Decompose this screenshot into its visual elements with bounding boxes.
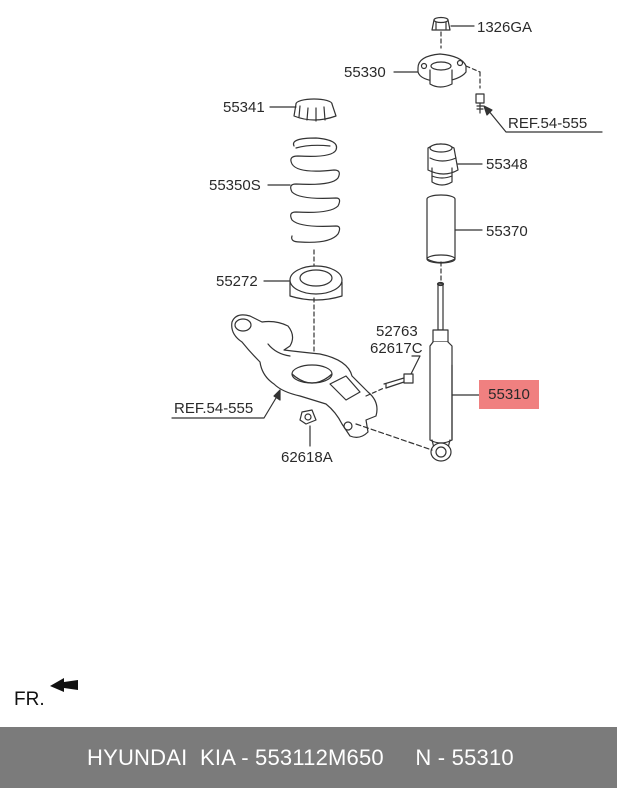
label-55348: 55348: [486, 156, 528, 173]
shock-absorber-55310: [429, 261, 453, 462]
nut-62618a: [299, 409, 317, 425]
lower-control-arm: [231, 314, 378, 438]
arrow-left-icon: [50, 678, 78, 692]
label-62617c: 62617C: [370, 340, 423, 357]
label-55370: 55370: [486, 223, 528, 240]
label-1326ga: 1326GA: [477, 19, 532, 36]
bolt-62617c: [383, 373, 414, 389]
nut-1326ga: [431, 16, 451, 31]
label-62618a: 62618A: [281, 449, 333, 466]
label-ref-left: REF.54-555: [174, 400, 253, 417]
label-55272: 55272: [216, 273, 258, 290]
part-number-text: HYUNDAI KIA - 553112M650 N - 55310: [87, 745, 514, 770]
label-55341: 55341: [223, 99, 265, 116]
label-55310-highlight[interactable]: 55310: [479, 380, 539, 409]
coil-spring-55350s: [290, 137, 341, 243]
spring-seat-55341: [293, 98, 337, 122]
bump-stop-55348: [427, 143, 459, 186]
label-52763: 52763: [376, 323, 418, 340]
footer-bar: HYUNDAI KIA - 553112M650 N - 55310: [0, 727, 617, 788]
rear-suspension-diagram: 1326GA 55330 REF.54-555 55341 55348 5535…: [50, 16, 603, 692]
label-55350s: 55350S: [209, 177, 261, 194]
dust-cover-55370: [426, 194, 456, 264]
label-55330: 55330: [344, 64, 386, 81]
mount-bolt: [475, 93, 485, 114]
spring-pad-55272: [289, 265, 343, 301]
strut-mount-55330: [417, 53, 467, 88]
label-ref-top: REF.54-555: [508, 115, 587, 132]
front-direction-label: FR.: [14, 689, 45, 710]
